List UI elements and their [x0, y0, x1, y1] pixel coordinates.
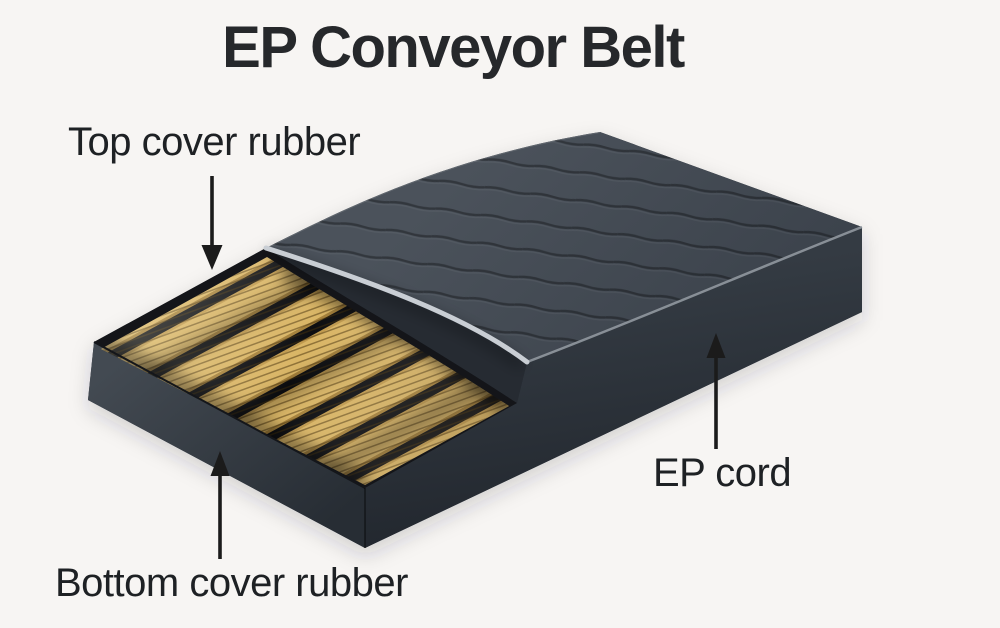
- label-ep-cord: EP cord: [653, 451, 792, 495]
- label-top-cover-rubber: Top cover rubber: [68, 120, 361, 164]
- top-cover-arrow: [201, 176, 223, 270]
- top-cover-cut-face: [263, 245, 530, 403]
- belt-right-face: [365, 227, 862, 548]
- bottom-cover-left-face: [88, 342, 365, 548]
- label-bottom-cover-rubber: Bottom cover rubber: [55, 561, 408, 605]
- top-cover-surface: [265, 131, 863, 364]
- page-title: EP Conveyor Belt: [222, 15, 685, 80]
- bottom-cover-arrow: [210, 451, 230, 559]
- ep-cord-arrow: [706, 333, 726, 449]
